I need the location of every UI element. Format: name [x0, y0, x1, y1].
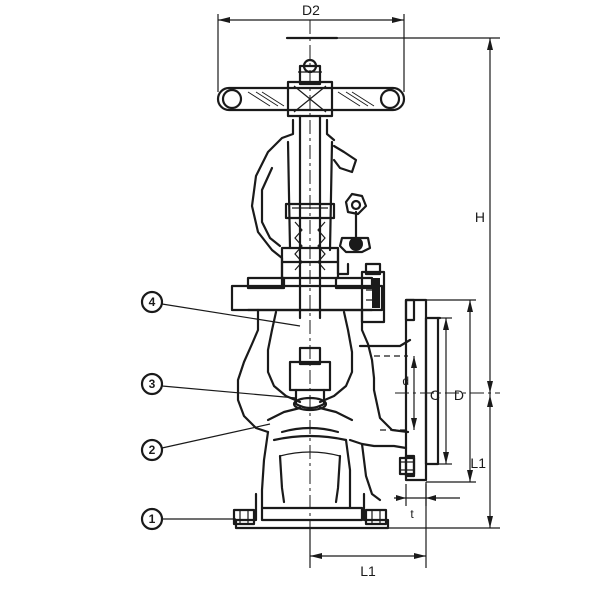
dim-label-d2: D2	[302, 2, 320, 18]
dim-label-l1-bottom: L1	[360, 563, 376, 579]
dim-label-t: t	[410, 507, 414, 521]
valve-body	[232, 298, 442, 530]
balloon-3-label: 3	[149, 377, 156, 391]
dimension-lines	[217, 14, 500, 568]
balloon-3: 3	[140, 372, 297, 399]
handwheel	[216, 36, 406, 118]
yoke	[250, 114, 372, 320]
bonnet-flange	[230, 262, 386, 324]
balloon-1: 1	[140, 507, 236, 531]
dim-label-h: H	[475, 209, 485, 225]
balloon-2-label: 2	[149, 443, 156, 457]
center-lines	[309, 20, 500, 570]
dim-label-d-small: d	[402, 374, 409, 388]
balloon-4-label: 4	[149, 295, 156, 309]
balloon-1-label: 1	[149, 512, 156, 526]
dim-label-d-large: D	[454, 387, 464, 403]
balloon-2: 2	[140, 423, 271, 462]
dim-label-l1-right: L1	[470, 455, 486, 471]
dim-label-c: C	[430, 387, 440, 403]
balloon-4: 4	[140, 290, 301, 327]
